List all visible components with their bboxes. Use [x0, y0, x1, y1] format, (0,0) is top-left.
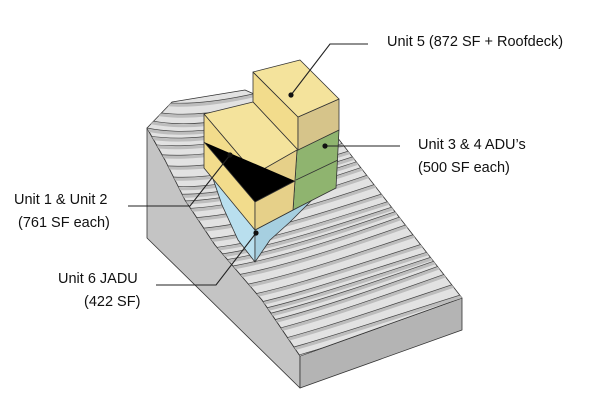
contour-terrace: [147, 289, 462, 356]
leader-unit34: [322, 143, 400, 149]
label-unit12-title: Unit 1 & Unit 2: [14, 192, 108, 208]
leader-unit6: [156, 230, 259, 286]
label-unit6-area: (422 SF): [84, 294, 140, 310]
label-unit34-title: Unit 3 & 4 ADU’s: [418, 137, 526, 153]
label-unit12-area: (761 SF each): [18, 215, 110, 231]
leader-unit12: [128, 152, 233, 207]
unit-1-2-mass: [203, 101, 299, 231]
label-unit5: Unit 5 (872 SF + Roofdeck): [387, 34, 563, 50]
leader-unit5: [288, 43, 368, 98]
label-unit34-area: (500 SF each): [418, 160, 510, 176]
label-unit6-title: Unit 6 JADU: [58, 271, 138, 287]
